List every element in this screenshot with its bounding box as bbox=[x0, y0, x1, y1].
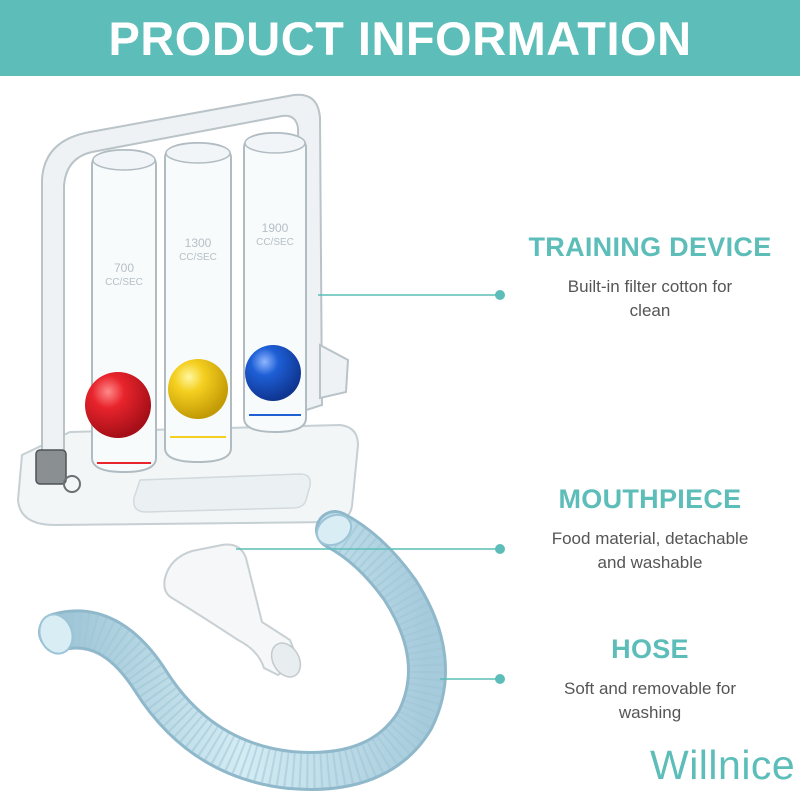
red-ball bbox=[85, 372, 151, 438]
tube-3-volume: 1900 bbox=[262, 221, 289, 235]
callout-mouthpiece-connector bbox=[236, 544, 505, 554]
header-banner: PRODUCT INFORMATION bbox=[0, 0, 800, 76]
tube-2-volume: 1300 bbox=[185, 236, 212, 250]
feature-title: MOUTHPIECE bbox=[558, 484, 742, 514]
training-device: 700 CC/SEC 1300 CC/SEC 1900 CC/SEC bbox=[16, 93, 360, 527]
brand-logo: Willnice bbox=[650, 742, 796, 788]
tube-2-unit: CC/SEC bbox=[179, 252, 217, 263]
device-base-slot bbox=[133, 473, 312, 513]
tube-1-unit: CC/SEC bbox=[105, 277, 143, 288]
blue-ball bbox=[245, 345, 301, 401]
callout-hose-connector bbox=[440, 674, 505, 684]
hose bbox=[38, 510, 447, 791]
callout-training-connector bbox=[318, 290, 505, 300]
feature-title: HOSE bbox=[611, 634, 689, 664]
feature-mouthpiece: MOUTHPIECE Food material, detachable and… bbox=[520, 484, 780, 575]
tube-1-volume: 700 bbox=[114, 261, 134, 275]
hose-end-right bbox=[315, 513, 353, 547]
yellow-ball bbox=[168, 359, 228, 419]
feature-training-device: TRAINING DEVICE Built-in filter cotton f… bbox=[520, 232, 780, 323]
page-title: PRODUCT INFORMATION bbox=[108, 11, 692, 65]
hose-end-left bbox=[38, 613, 74, 655]
feature-title: TRAINING DEVICE bbox=[528, 232, 772, 262]
feature-description: Food material, detachable and washable bbox=[551, 529, 749, 572]
valve-icon bbox=[35, 449, 81, 493]
tube-3-unit: CC/SEC bbox=[256, 237, 294, 248]
feature-description: Soft and removable for washing bbox=[564, 679, 736, 722]
product-illustration: 700 CC/SEC 1300 CC/SEC 1900 CC/SEC bbox=[16, 93, 505, 791]
feature-description: Built-in filter cotton for clean bbox=[567, 277, 733, 320]
device-side-port bbox=[319, 343, 350, 400]
mouthpiece bbox=[163, 543, 302, 678]
feature-hose: HOSE Soft and removable for washing bbox=[520, 634, 780, 725]
